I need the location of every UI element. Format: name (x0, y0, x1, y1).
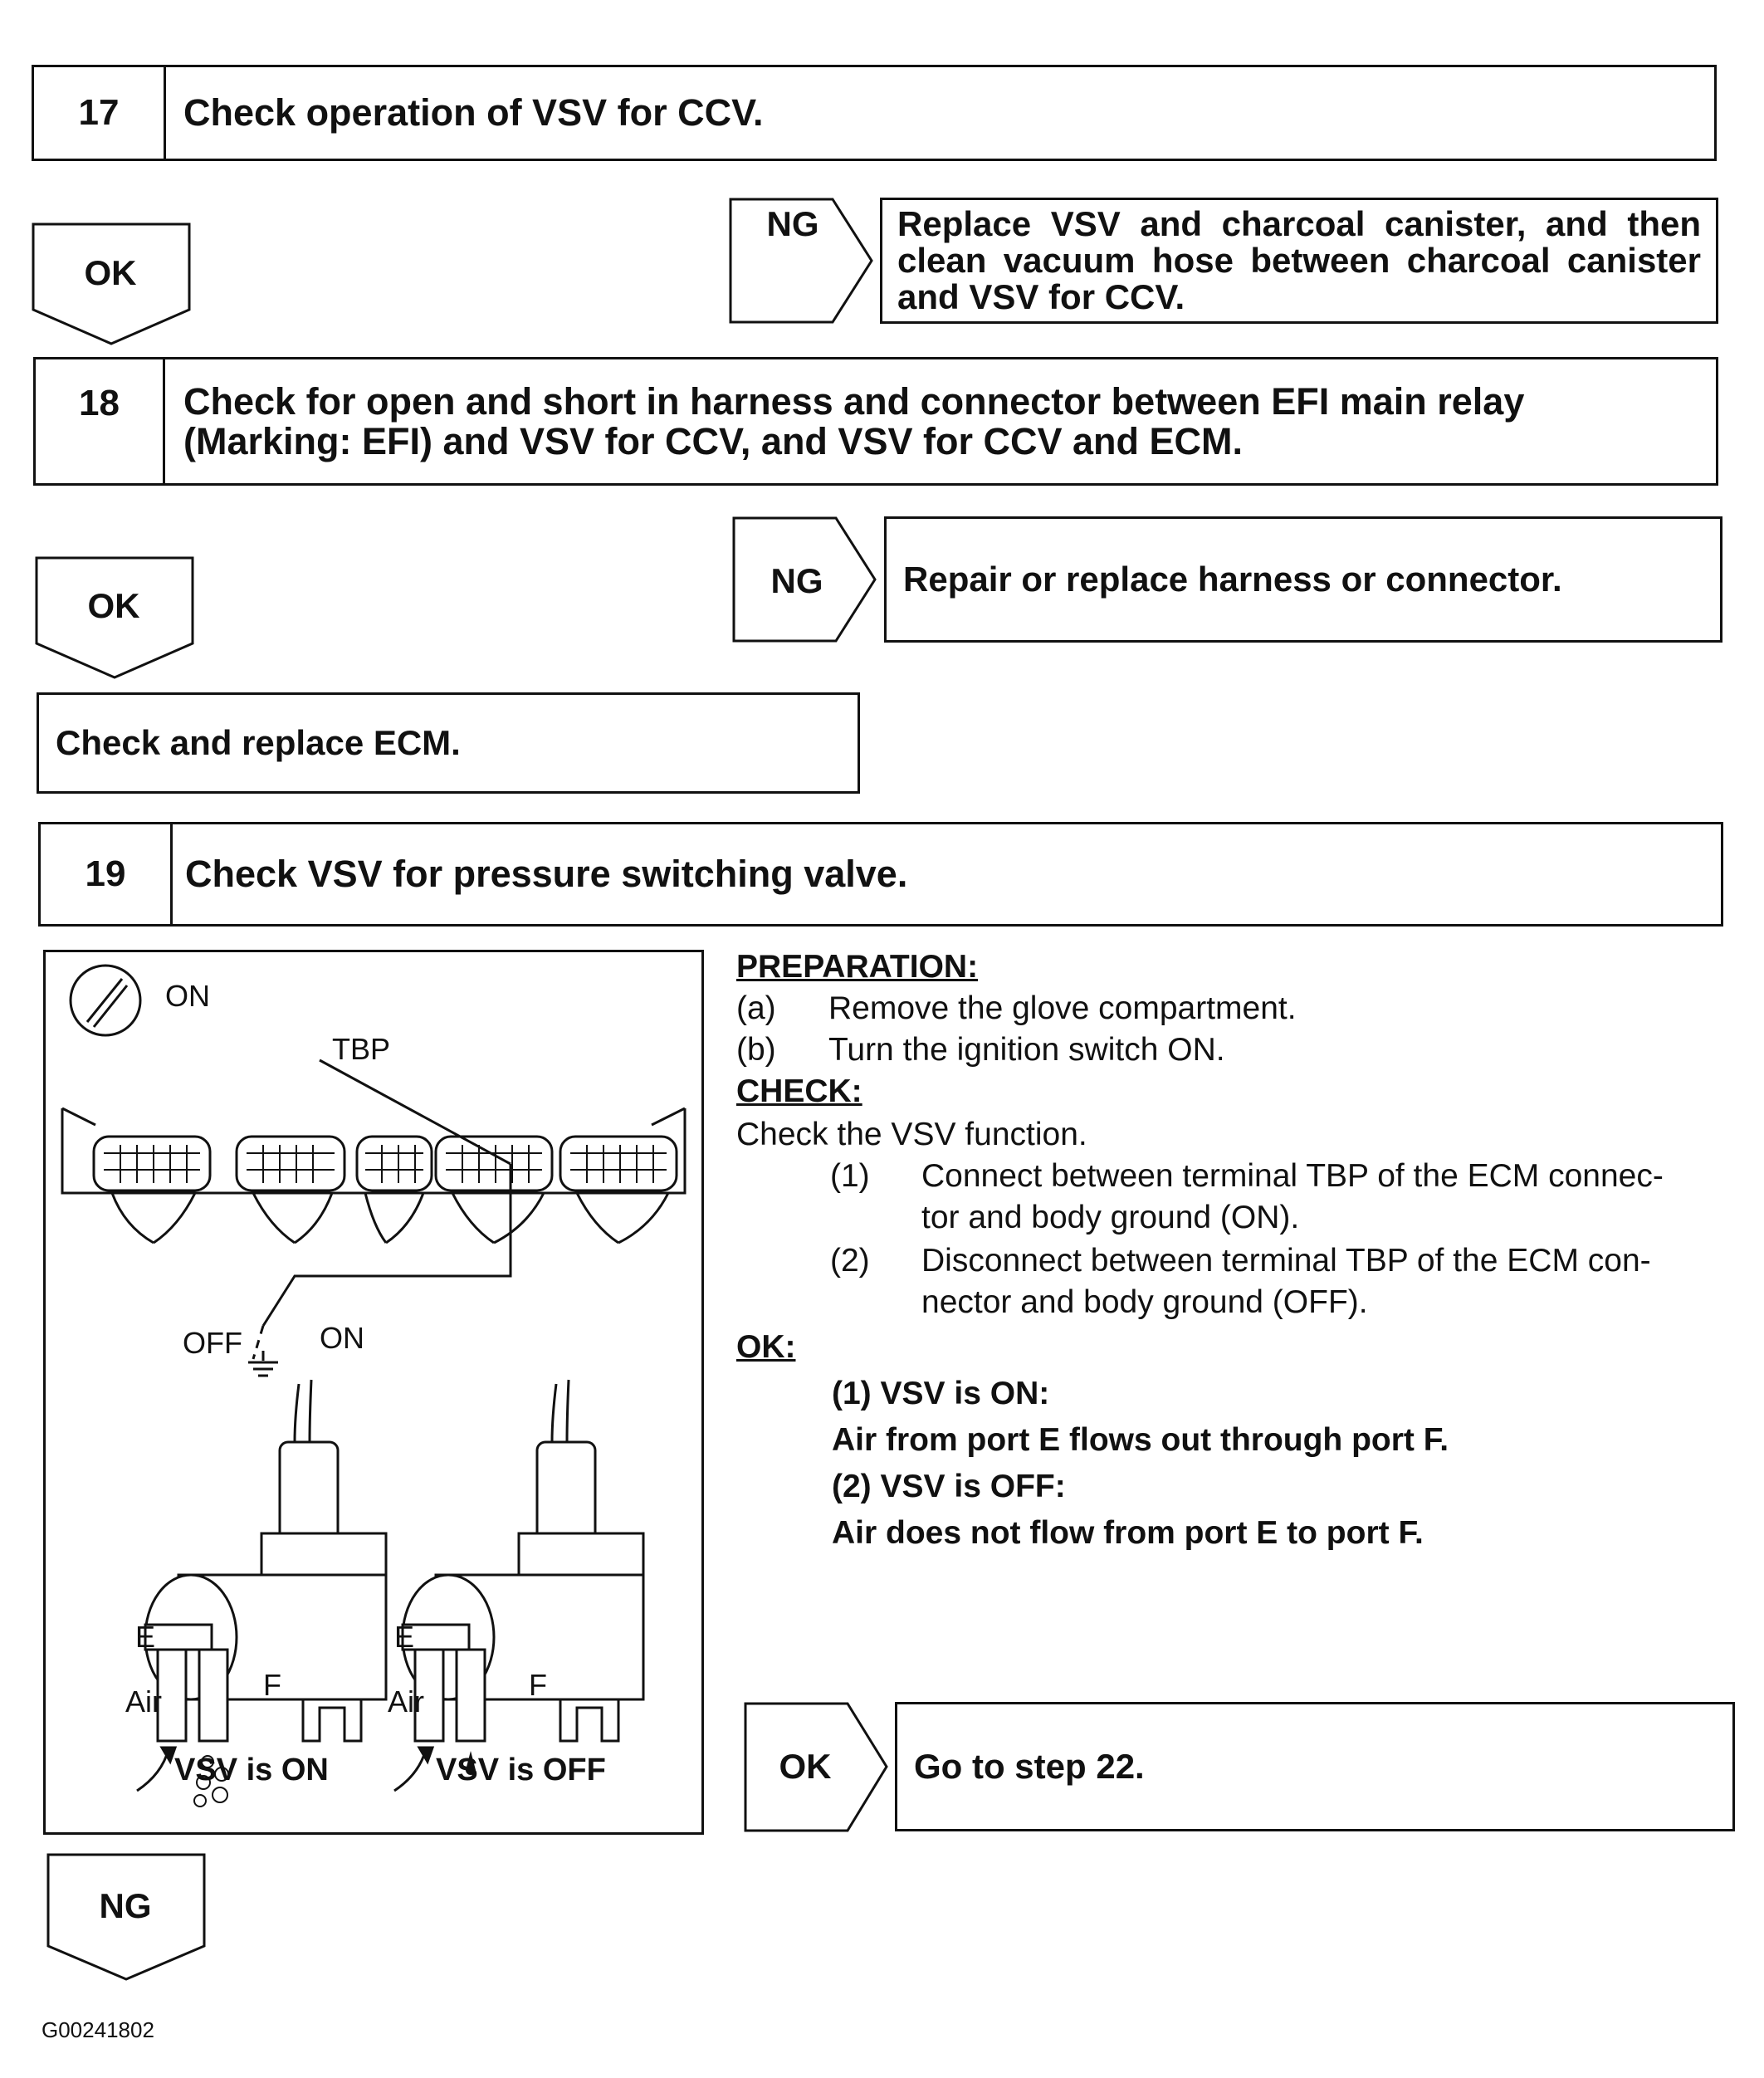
result-text: Go to step 22. (914, 1747, 1145, 1786)
ok-down-arrow-18 (35, 556, 194, 679)
prep-b-letter: (b) (736, 1032, 776, 1068)
step-number: 17 (34, 67, 166, 159)
ok-label: OK (87, 586, 140, 625)
check-intro: Check the VSV function. (736, 1117, 1087, 1152)
no-flow-icon (466, 1751, 476, 1775)
result-text: Check and replace ECM. (56, 723, 461, 762)
ng-right-arrow-17 (729, 198, 873, 324)
caption-vsv-off: VSV is OFF (436, 1753, 606, 1787)
prep-a-text: Remove the glove compartment. (828, 990, 1297, 1026)
step-19-header: 19 Check VSV for pressure switching valv… (38, 822, 1723, 927)
air-arrow-icon (136, 1746, 435, 1792)
check-heading: CHECK: (736, 1073, 862, 1109)
ng-right-arrow-18 (732, 516, 877, 643)
ignition-on-label: ON (165, 979, 210, 1013)
ground-icon (248, 1351, 278, 1377)
ok-2-desc: Air does not flow from port E to port F. (832, 1515, 1424, 1551)
step-title: Check for open and short in harness and … (183, 379, 1525, 462)
step-18-header: 18 Check for open and short in harness a… (33, 357, 1718, 486)
step-19-ok-result: Go to step 22. (895, 1702, 1735, 1831)
preparation-heading: PREPARATION: (736, 949, 979, 985)
switch-off-label: OFF (183, 1326, 242, 1360)
ok-1-desc: Air from port E flows out through port F… (832, 1422, 1449, 1458)
check-1-line1: Connect between terminal TBP of the ECM … (921, 1158, 1664, 1194)
ok-label: OK (779, 1747, 832, 1786)
check-2-line1: Disconnect between terminal TBP of the E… (921, 1243, 1651, 1279)
vsv-diagram-drawing (61, 964, 687, 1807)
ng-down-arrow-19 (46, 1853, 206, 1981)
ng-label: NG (770, 561, 823, 600)
terminal-tbp-label: TBP (332, 1032, 391, 1066)
step-17-ng-result: Replace VSV and charcoal canister, and t… (880, 198, 1718, 324)
prep-b-text: Turn the ignition switch ON. (828, 1032, 1225, 1068)
step-17-header: 17 Check operation of VSV for CCV. (32, 65, 1717, 161)
ecm-connector-icon (61, 1107, 687, 1244)
step-title: Check operation of VSV for CCV. (183, 91, 764, 134)
port-f-label: F (529, 1668, 547, 1702)
step-18-ok-result: Check and replace ECM. (37, 692, 860, 794)
port-e-label: E (394, 1620, 415, 1654)
ok-right-arrow-19 (744, 1702, 888, 1832)
air-outflow-icon (193, 1755, 229, 1807)
ng-label: NG (766, 204, 819, 243)
vsv-diagram: ON TBP OFF ON E F Air E F Air VSV is ON … (43, 950, 704, 1835)
ok-2: (2) VSV is OFF: (832, 1469, 1066, 1504)
air-label: Air (125, 1684, 162, 1719)
figure-code: G00241802 (42, 2017, 154, 2042)
check-2-line2: nector and body ground (OFF). (921, 1284, 1368, 1320)
prep-a-letter: (a) (736, 990, 776, 1026)
port-e-label: E (135, 1620, 156, 1654)
result-text: Repair or replace harness or connector. (903, 560, 1562, 599)
step-title: Check VSV for pressure switching valve. (185, 853, 908, 895)
check-1-num: (1) (830, 1158, 870, 1194)
step-number: 19 (41, 824, 173, 924)
air-label: Air (388, 1684, 424, 1719)
ok-label: OK (84, 253, 137, 292)
caption-vsv-on: VSV is ON (174, 1753, 329, 1787)
step-18-ng-result: Repair or replace harness or connector. (884, 516, 1722, 643)
ok-1: (1) VSV is ON: (832, 1376, 1050, 1411)
port-f-label: F (263, 1668, 281, 1702)
vsv-off-icon (401, 1379, 645, 1743)
vsv-on-icon (144, 1379, 388, 1743)
switch-on-label: ON (320, 1321, 364, 1355)
check-1-line2: tor and body ground (ON). (921, 1200, 1300, 1235)
step-number: 18 (36, 359, 165, 483)
ok-down-arrow-17 (32, 222, 191, 345)
check-2-num: (2) (830, 1243, 870, 1279)
ok-heading: OK: (736, 1329, 796, 1365)
result-text: Replace VSV and charcoal canister, and t… (897, 204, 1701, 316)
ignition-icon (69, 964, 142, 1037)
ng-label: NG (99, 1886, 152, 1925)
